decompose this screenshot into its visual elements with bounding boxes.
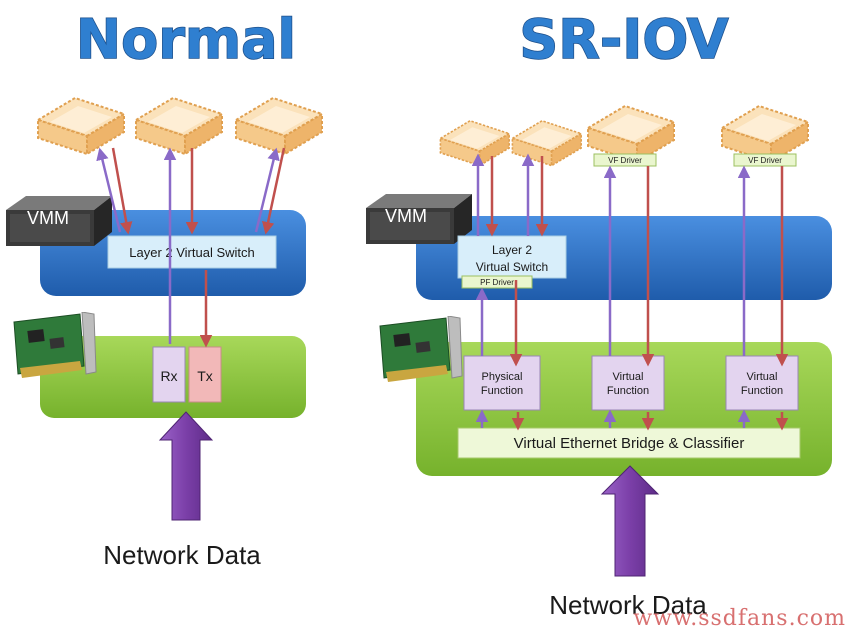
sriov-bridge-label: Virtual Ethernet Bridge & Classifier: [514, 435, 745, 452]
normal-network-data-arrow: [158, 411, 214, 521]
sriov-virtual-function-2-line2: Function: [741, 385, 783, 397]
sriov-switch-label-line2: Virtual Switch: [476, 260, 548, 274]
sriov-physical-function: [463, 355, 541, 411]
sriov-vf-driver-2-label: VF Driver: [748, 156, 782, 165]
normal-tx-label: Tx: [197, 368, 213, 384]
normal-vm-3: [235, 97, 323, 155]
normal-rx-box: [152, 346, 186, 403]
sriov-vmm-label: VMM: [385, 206, 427, 226]
sriov-physical-function-line2: Function: [481, 385, 523, 397]
sriov-virtual-function-1-line1: Virtual: [613, 371, 644, 383]
sriov-vf-driver-1: [593, 153, 657, 167]
sriov-virtual-switch: [457, 235, 567, 279]
sriov-pf-driver-label: PF Driver: [480, 278, 514, 287]
sriov-arrows: [471, 153, 789, 431]
normal-switch-label: Layer 2 Virtual Switch: [129, 245, 255, 260]
sriov-virtual-function-2-line1: Virtual: [747, 371, 778, 383]
sriov-virtual-function-1: [591, 355, 665, 411]
sriov-virtual-function-1-line2: Function: [607, 385, 649, 397]
normal-network-data-label: Network Data: [103, 540, 261, 570]
sriov-physical-function-line1: Physical: [482, 371, 523, 383]
sriov-switch-label-line1: Layer 2: [492, 243, 532, 257]
normal-vm-2: [135, 97, 223, 155]
normal-vmm-label: VMM: [27, 208, 69, 228]
sriov-virtual-function-2: [725, 355, 799, 411]
sriov-network-data-arrow: [600, 465, 660, 577]
normal-tx-box: [188, 346, 222, 403]
normal-title: Normal: [76, 8, 296, 71]
normal-vm-1: [37, 97, 125, 155]
normal-virtual-switch: [107, 235, 277, 269]
sriov-pf-driver: [461, 275, 533, 289]
watermark: www.ssdfans.com: [633, 606, 846, 631]
sriov-ethernet-bridge: [457, 427, 801, 459]
sriov-vm-1: [439, 120, 511, 167]
normal-arrows: [96, 147, 286, 348]
sriov-vm-2: [511, 120, 583, 167]
sriov-title: SR-IOV: [519, 8, 728, 71]
sriov-network-data-label: Network Data: [549, 590, 707, 620]
normal-rx-label: Rx: [160, 368, 177, 384]
sriov-vf-driver-1-label: VF Driver: [608, 156, 642, 165]
sriov-vf-driver-2: [733, 153, 797, 167]
